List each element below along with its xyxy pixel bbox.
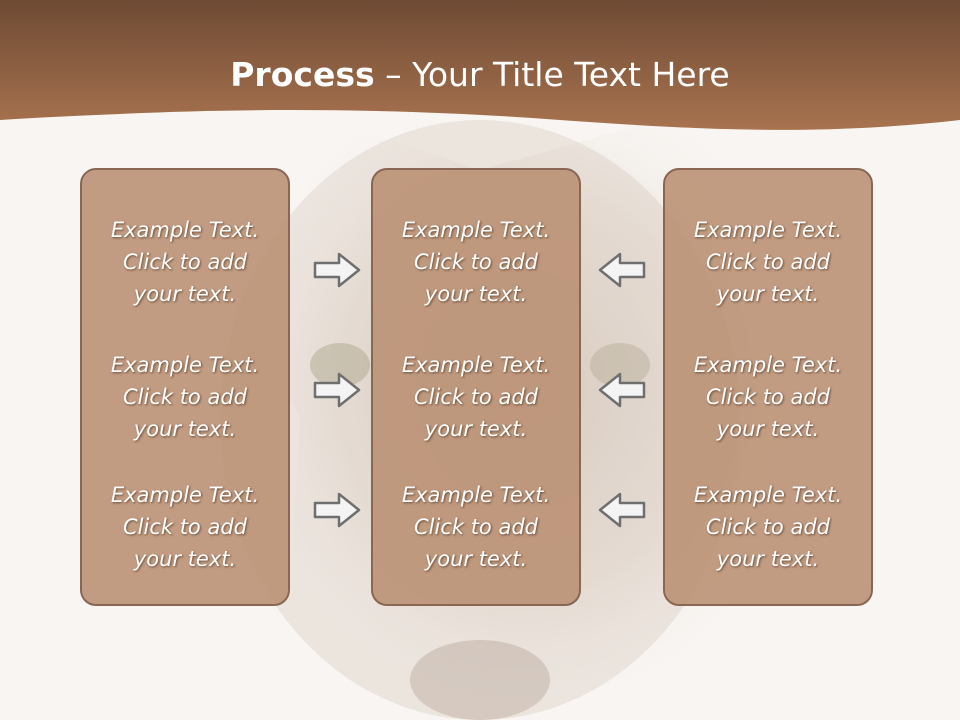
- text-line: Click to add: [122, 250, 247, 274]
- process-box-center[interactable]: Example Text. Click to add your text. Ex…: [371, 168, 581, 606]
- text-line: your text.: [716, 282, 820, 306]
- text-line: Click to add: [413, 385, 538, 409]
- text-line: your text.: [424, 282, 528, 306]
- text-line: Example Text.: [110, 218, 260, 242]
- text-line: Example Text.: [401, 353, 551, 377]
- text-line: your text.: [133, 417, 237, 441]
- title-bold-part: Process: [230, 55, 375, 94]
- text-line: your text.: [424, 547, 528, 571]
- text-line: Example Text.: [401, 218, 551, 242]
- title-rest-part: – Your Title Text Here: [374, 55, 730, 94]
- right-arrow-icon[interactable]: [313, 490, 361, 530]
- process-box-right[interactable]: Example Text. Click to add your text. Ex…: [663, 168, 873, 606]
- text-line: Click to add: [705, 250, 830, 274]
- text-line: Example Text.: [693, 353, 843, 377]
- left-arrow-icon[interactable]: [598, 490, 646, 530]
- text-block[interactable]: Example Text. Click to add your text.: [373, 349, 579, 445]
- right-arrow-icon[interactable]: [313, 370, 361, 410]
- text-line: your text.: [133, 282, 237, 306]
- text-block[interactable]: Example Text. Click to add your text.: [665, 479, 871, 575]
- text-block[interactable]: Example Text. Click to add your text.: [82, 479, 288, 575]
- text-block[interactable]: Example Text. Click to add your text.: [665, 349, 871, 445]
- text-line: Click to add: [413, 515, 538, 539]
- text-line: your text.: [133, 547, 237, 571]
- text-line: Example Text.: [693, 483, 843, 507]
- text-line: Example Text.: [110, 483, 260, 507]
- process-box-left[interactable]: Example Text. Click to add your text. Ex…: [80, 168, 290, 606]
- text-line: your text.: [716, 547, 820, 571]
- text-line: Click to add: [705, 385, 830, 409]
- text-block[interactable]: Example Text. Click to add your text.: [665, 214, 871, 310]
- text-block[interactable]: Example Text. Click to add your text.: [373, 214, 579, 310]
- text-line: your text.: [424, 417, 528, 441]
- left-arrow-icon[interactable]: [598, 370, 646, 410]
- text-line: Click to add: [122, 515, 247, 539]
- header-band: [0, 0, 960, 130]
- text-line: Example Text.: [401, 483, 551, 507]
- text-block[interactable]: Example Text. Click to add your text.: [82, 349, 288, 445]
- text-line: Example Text.: [693, 218, 843, 242]
- text-block[interactable]: Example Text. Click to add your text.: [82, 214, 288, 310]
- text-line: Click to add: [122, 385, 247, 409]
- left-arrow-icon[interactable]: [598, 250, 646, 290]
- text-line: Click to add: [705, 515, 830, 539]
- right-arrow-icon[interactable]: [313, 250, 361, 290]
- text-line: your text.: [716, 417, 820, 441]
- text-line: Example Text.: [110, 353, 260, 377]
- text-line: Click to add: [413, 250, 538, 274]
- text-block[interactable]: Example Text. Click to add your text.: [373, 479, 579, 575]
- slide-title[interactable]: Process – Your Title Text Here: [0, 50, 960, 100]
